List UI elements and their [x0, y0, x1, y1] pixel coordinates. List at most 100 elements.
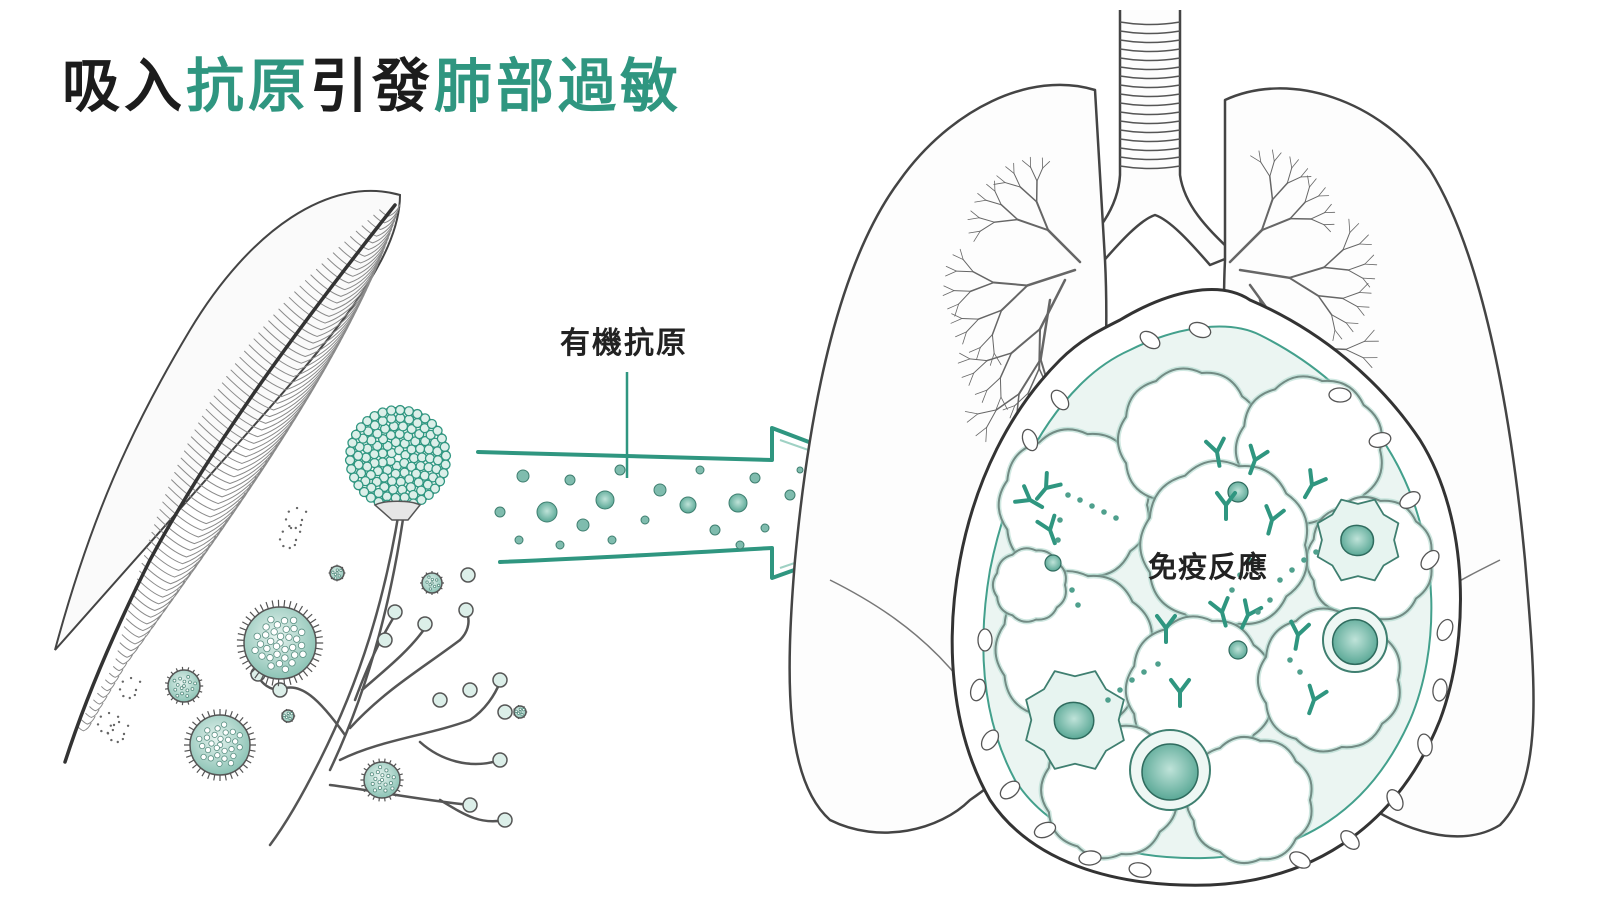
feather-drawing: [54, 190, 402, 764]
sporangium-neck: [373, 500, 422, 521]
antibody: [1240, 598, 1264, 630]
antigen-particle: [576, 518, 590, 532]
capillary: [1289, 851, 1311, 869]
antibody: [1035, 471, 1063, 501]
antigen-particle: [679, 496, 697, 514]
chain-bead: [1057, 517, 1063, 523]
spore: [423, 489, 434, 501]
pollen-grain: [513, 704, 528, 720]
dust-speck: [100, 729, 103, 733]
spore: [272, 682, 288, 698]
dust-speck: [117, 720, 121, 724]
trachea-rings: [1119, 21, 1181, 170]
antigen-particle: [784, 489, 796, 501]
dust-speck: [304, 510, 308, 513]
spore: [497, 812, 513, 828]
antibody: [1169, 678, 1191, 708]
spore: [419, 413, 431, 424]
antigen-particle: [760, 523, 770, 533]
spore: [434, 476, 446, 487]
dust-speck: [282, 544, 285, 548]
chain-bead: [1075, 602, 1081, 608]
pollen-grain: [328, 564, 346, 582]
chain-bead: [1113, 515, 1119, 521]
dust-speck: [121, 680, 125, 683]
capillary: [980, 729, 1000, 751]
antibody: [1035, 513, 1057, 546]
chain-bead: [1089, 503, 1095, 509]
spore: [440, 459, 451, 470]
spore: [429, 483, 441, 494]
dust-speck: [122, 694, 125, 698]
dust-speck: [288, 546, 291, 550]
spore: [458, 602, 474, 618]
capillary-vessels: [969, 321, 1454, 878]
antigen-particle: [516, 469, 530, 483]
dust-speck: [122, 732, 126, 736]
chain-bead: [1055, 537, 1061, 543]
dust-speck: [116, 740, 119, 744]
spore: [355, 422, 367, 433]
spore: [386, 405, 397, 416]
dust-speck: [288, 524, 291, 528]
capillary: [1417, 733, 1433, 757]
spore: [358, 486, 370, 498]
spore: [492, 672, 508, 688]
dust-speck: [112, 723, 116, 727]
chain-bead: [1065, 492, 1071, 498]
spore: [344, 455, 356, 466]
spore: [362, 415, 373, 427]
dust-speck: [293, 543, 297, 547]
spore: [497, 704, 513, 720]
capillary: [1420, 549, 1440, 571]
chain-bead: [1129, 677, 1135, 683]
antibody: [1013, 484, 1045, 509]
spore: [492, 752, 508, 768]
spore: [403, 406, 415, 417]
dust-speck: [96, 723, 100, 726]
antigen-particle: [640, 515, 650, 525]
spore: [350, 429, 362, 440]
pollen-grain: [236, 599, 324, 687]
dust-speck: [118, 688, 122, 691]
chain-bead: [1287, 657, 1293, 663]
lymphocyte: [1322, 607, 1388, 673]
antigen-bound: [1228, 640, 1248, 660]
antigen-particle: [728, 493, 748, 513]
pollen-grain: [164, 666, 204, 706]
spore: [440, 450, 452, 461]
chain-bead: [1117, 687, 1123, 693]
capillary: [1021, 428, 1039, 452]
pollen-grain: [281, 708, 296, 724]
dust-speck: [111, 728, 115, 732]
spore: [377, 407, 388, 418]
antigen-particle: [709, 524, 721, 536]
dust-speck: [294, 526, 297, 530]
spore: [365, 492, 377, 503]
spore: [353, 480, 364, 491]
title-part-inhale: 吸入: [62, 52, 187, 120]
chain-bead: [1297, 669, 1303, 675]
dust-speck: [116, 715, 120, 718]
spore: [417, 616, 433, 632]
macrophage: [1316, 498, 1400, 582]
dust-speck: [289, 526, 293, 530]
antibody: [1289, 619, 1311, 651]
antigen-particle: [494, 506, 506, 518]
spore: [462, 797, 478, 813]
spore: [460, 567, 476, 583]
spore: [408, 489, 419, 501]
capillary: [1188, 321, 1212, 339]
pollen-grain: [420, 571, 444, 595]
dust-speck: [109, 724, 113, 727]
lymphocyte: [1129, 729, 1211, 811]
dust-speck: [106, 731, 109, 735]
chain-bead: [1313, 549, 1319, 555]
dust-speck: [138, 680, 142, 683]
dust-speck: [299, 523, 303, 527]
spore: [348, 472, 360, 483]
antigen-particle: [564, 474, 576, 486]
dust-speck: [298, 530, 302, 533]
antigen-particle: [796, 466, 804, 474]
